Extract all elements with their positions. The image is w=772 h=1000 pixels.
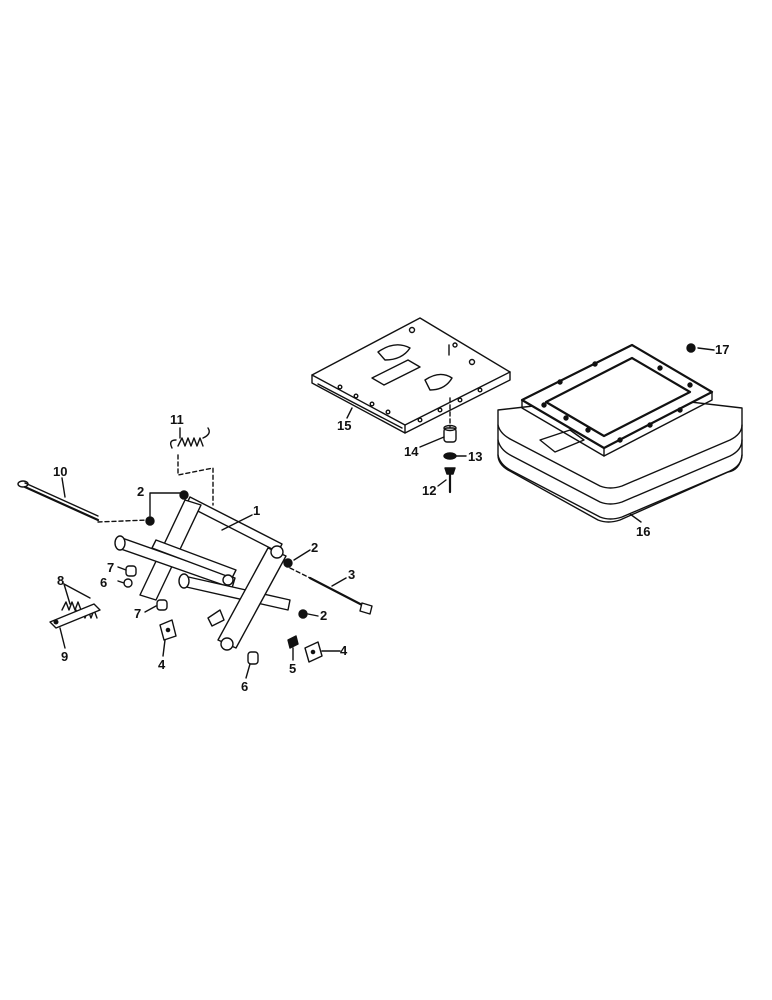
callout-12: 12 <box>422 483 437 498</box>
callout-11: 11 <box>170 412 184 427</box>
long-rod <box>17 480 149 523</box>
callout-10: 10 <box>53 464 68 479</box>
callout-13: 13 <box>468 449 483 464</box>
callout-2-lower: 2 <box>320 608 328 623</box>
bushing-lower <box>247 651 259 665</box>
bushing <box>443 424 457 443</box>
callout-6-upper: 6 <box>100 575 108 590</box>
bushing-upper <box>123 578 133 588</box>
spring-install-line <box>177 454 214 506</box>
bracket-right <box>304 641 323 663</box>
cap-nut-lower-right <box>298 609 308 619</box>
spring-plate <box>49 603 101 629</box>
callout-7-upper: 7 <box>107 560 115 575</box>
callout-1: 1 <box>253 503 261 518</box>
callout-5: 5 <box>289 661 297 676</box>
callout-9: 9 <box>61 649 69 664</box>
upper-spring <box>169 427 210 449</box>
bolt <box>287 635 299 649</box>
frame-bolt <box>686 343 696 353</box>
mounting-plate <box>311 317 511 434</box>
callout-7-lower: 7 <box>134 606 142 621</box>
callout-2-right: 2 <box>311 540 319 555</box>
leader-lines <box>59 347 715 679</box>
callout-8: 8 <box>57 573 65 588</box>
seat-frame <box>520 343 714 457</box>
screw <box>444 467 456 494</box>
cap-nut-right <box>283 558 293 568</box>
roller-lower <box>156 599 168 611</box>
cross-rod <box>289 567 373 615</box>
callout-16: 16 <box>636 524 651 539</box>
callout-2-upper: 2 <box>137 484 145 499</box>
callout-4-left: 4 <box>158 657 166 672</box>
callout-15: 15 <box>337 418 352 433</box>
callout-4-right: 4 <box>340 643 348 658</box>
seat-cushion <box>497 394 743 523</box>
washer <box>443 452 457 460</box>
roller-upper <box>125 565 137 577</box>
callout-17: 17 <box>715 342 730 357</box>
cap-nut-upper <box>179 490 189 500</box>
cap-nut-upper-left <box>145 516 155 526</box>
callout-3: 3 <box>348 567 356 582</box>
callout-14: 14 <box>404 444 419 459</box>
bracket-left <box>159 619 177 641</box>
callout-6-lower: 6 <box>241 679 249 694</box>
